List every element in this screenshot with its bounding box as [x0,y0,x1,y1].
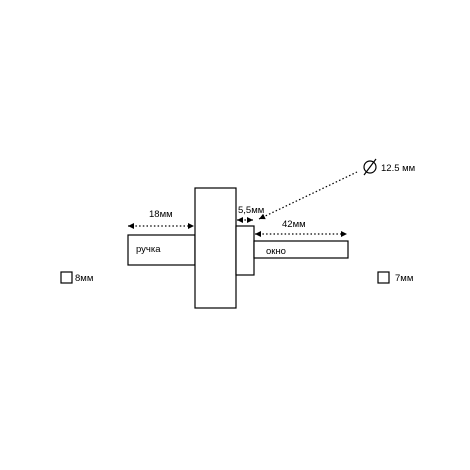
diameter-leader-line [258,171,358,220]
handle-dimension-label: 18мм [149,209,173,220]
collar-rect [235,225,255,276]
diameter-label: 12.5 мм [381,163,415,174]
main-body-rect [194,187,237,309]
handle-rect [127,234,196,266]
right-square-icon [377,271,390,284]
shaft-dimension-label: 42мм [282,219,306,230]
handle-label: ручка [136,244,161,255]
diameter-icon [363,158,377,176]
shaft-rect [253,240,349,259]
shaft-label: окно [266,246,286,257]
left-square-label: 8мм [75,273,93,284]
left-square-icon [60,271,73,284]
right-square-label: 7мм [395,273,413,284]
collar-dimension-label: 5,5мм [238,205,264,216]
